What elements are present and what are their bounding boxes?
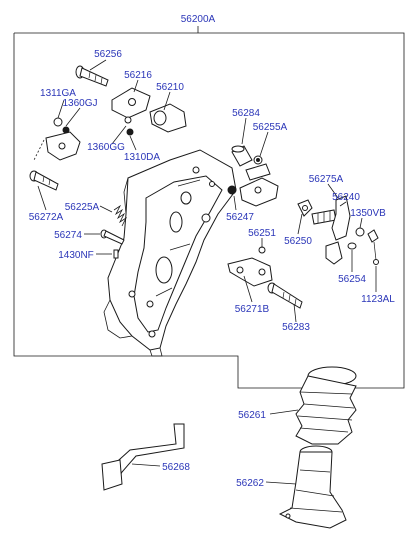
label-56225a: 56225A — [65, 202, 100, 213]
label-56284: 56284 — [232, 108, 260, 119]
label-56216: 56216 — [124, 70, 152, 81]
label-56254: 56254 — [338, 274, 366, 285]
leader-lines — [37, 59, 377, 485]
knuckle — [297, 199, 313, 217]
bolt-top — [75, 65, 109, 87]
lower-bracket — [227, 257, 273, 287]
label-1360gg: 1360GG — [87, 142, 125, 153]
rod — [101, 423, 185, 491]
collar — [347, 242, 357, 250]
label-56240: 56240 — [332, 192, 360, 203]
label-1430nf: 1430NF — [58, 250, 94, 261]
label-56283: 56283 — [282, 322, 310, 333]
clamp-assembly — [227, 163, 279, 207]
pin-small — [113, 249, 119, 259]
label-56261: 56261 — [238, 410, 266, 421]
bolt-left — [29, 170, 59, 191]
main-bracket — [103, 149, 237, 357]
washer-bolt-right — [355, 227, 379, 265]
label-56272a: 56272A — [29, 212, 64, 223]
spring — [113, 204, 128, 227]
label-1123al: 1123AL — [361, 294, 395, 305]
boot-upper — [295, 366, 357, 445]
label-56200a: 56200A — [181, 14, 216, 25]
label-56262: 56262 — [236, 478, 264, 489]
label-56251: 56251 — [248, 228, 276, 239]
bolt-small — [100, 229, 125, 245]
label-56271b: 56271B — [235, 304, 270, 315]
label-1360gj: 1360GJ — [62, 98, 97, 109]
label-56256: 56256 — [94, 49, 122, 60]
label-56255a: 56255A — [253, 122, 288, 133]
label-56274: 56274 — [54, 230, 82, 241]
label-1311ga: 1311GA — [40, 88, 76, 99]
label-56268: 56268 — [162, 462, 190, 473]
label-1310da: 1310DA — [124, 152, 160, 163]
boot-lower — [278, 445, 347, 529]
label-1350vb: 1350VB — [350, 208, 386, 219]
label-56275a: 56275A — [309, 174, 344, 185]
pin-washer — [253, 155, 263, 165]
upper-bracket — [111, 87, 151, 119]
lever-yoke — [311, 195, 351, 265]
label-56247: 56247 — [226, 212, 254, 223]
label-56210: 56210 — [156, 82, 184, 93]
assembly-frame — [13, 32, 405, 389]
label-56250: 56250 — [284, 236, 312, 247]
callout-labels: 56200A 56256 56216 56210 1311GA 1360GJ 1… — [29, 14, 396, 489]
bushing — [231, 145, 253, 167]
right-bracket — [149, 103, 187, 133]
nut-washer-right — [124, 116, 134, 136]
bolt-long — [267, 282, 303, 309]
small-bracket-left — [33, 131, 81, 161]
